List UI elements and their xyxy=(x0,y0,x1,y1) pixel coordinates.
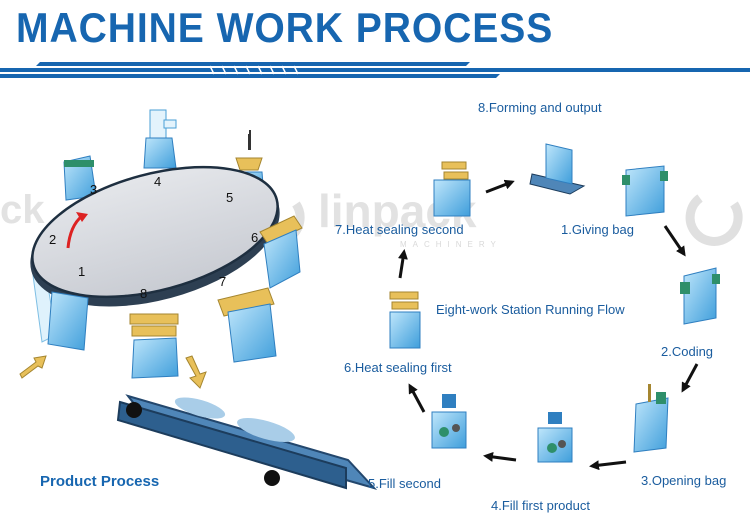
opening-bag-icon xyxy=(633,384,669,453)
step-label-1: 1.Giving bag xyxy=(561,222,634,237)
step-label-2: 2.Coding xyxy=(661,344,714,359)
step-label-4: 4.Fill first product xyxy=(491,498,590,513)
station-number: 1 xyxy=(78,264,85,279)
station-number: 7 xyxy=(219,274,226,289)
watermark-left: ck xyxy=(0,188,45,232)
station-number: 2 xyxy=(49,232,56,247)
station-number: 3 xyxy=(90,182,97,197)
step-label-7: 7.Heat sealing second xyxy=(335,222,464,237)
fill-first-icon xyxy=(537,412,573,463)
giving-bag-icon xyxy=(622,165,668,217)
step-label-6: 6.Heat sealing first xyxy=(344,360,452,375)
step-label-3: 3.Opening bag xyxy=(641,473,727,488)
rotary-machine-illustration xyxy=(19,109,378,490)
station-numbers: 1 2 3 4 5 6 7 8 xyxy=(49,174,258,301)
step-label-5: 5.Fill second xyxy=(368,476,441,491)
flow-step-icons xyxy=(389,143,720,463)
station-number: 8 xyxy=(140,286,147,301)
coding-icon xyxy=(680,267,720,325)
product-process-caption: Product Process xyxy=(40,473,160,490)
forming-output-icon xyxy=(529,143,586,195)
page-title: MACHINE WORK PROCESS xyxy=(16,4,554,51)
flow-center-label: Eight-work Station Running Flow xyxy=(436,302,625,317)
watermark-logo-icon xyxy=(247,194,743,246)
fill-second-icon xyxy=(431,394,467,449)
flow-arrows xyxy=(397,179,699,471)
heat-sealing-first-icon xyxy=(389,291,421,349)
watermark-sub: MACHINERY xyxy=(400,240,502,249)
station-number: 4 xyxy=(154,174,161,189)
heat-sealing-second-icon xyxy=(433,161,471,217)
station-number: 5 xyxy=(226,190,233,205)
process-diagram: 1 2 3 4 5 6 7 8 xyxy=(19,109,743,490)
header-stripe-bar xyxy=(0,62,750,78)
station-number: 6 xyxy=(251,230,258,245)
step-label-8: 8.Forming and output xyxy=(478,100,602,115)
